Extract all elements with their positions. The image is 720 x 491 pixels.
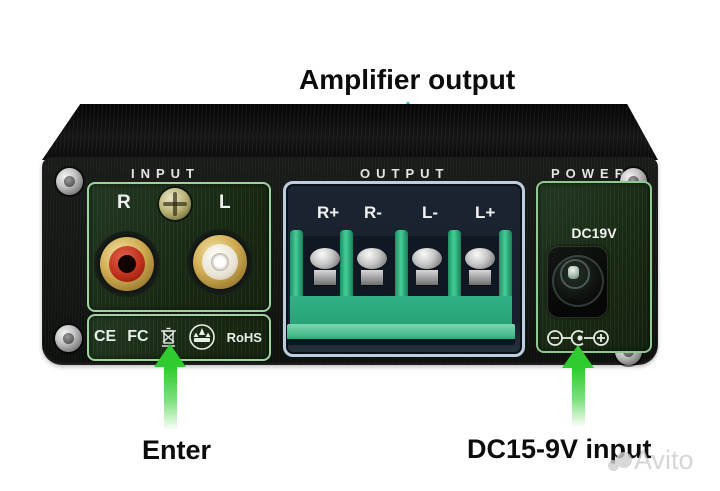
watermark-text: Avito [634,445,694,475]
polarity-symbol-icon [547,330,609,346]
enter-arrow-icon [154,344,186,429]
terminal-screw-icon [465,248,495,269]
terminal-label-r-minus: R- [364,203,382,222]
output-section-label: OUTPUT [360,166,450,181]
chassis-screw-bottom-left [55,325,82,352]
dc-input-arrow-icon [562,345,594,426]
cert-circle-icon [188,324,215,350]
input-panel: R L [87,182,271,312]
input-section-label: INPUT [131,166,200,181]
ce-mark: CE [94,328,117,345]
rca-jack-right-red [94,231,160,297]
dc-power-jack [547,246,608,318]
rohs-mark: RoHS [226,329,262,345]
terminal-screw-icon [357,248,387,269]
left-channel-label: L [219,192,231,213]
rca-jack-left-white [187,229,253,295]
terminal-screw-icon [310,248,340,269]
terminal-screw-icon [412,248,442,269]
amplifier-output-label: Amplifier output [299,64,516,95]
avito-watermark: Avito [608,447,694,474]
enter-label: Enter [142,435,212,465]
terminal-label-l-plus: L+ [475,203,496,222]
avito-logo-icon [608,460,619,471]
speaker-terminal-block [287,228,515,345]
terminal-label-r-plus: R+ [317,203,340,222]
right-channel-label: R [117,192,131,213]
panel-screw-icon [159,188,191,220]
fcc-mark: FC [127,328,149,345]
avito-logo-icon [616,452,632,468]
amplifier-top-face [42,104,658,160]
chassis-screw-top-left [56,168,83,195]
dc-voltage-label: DC19V [571,225,617,241]
terminal-label-l-minus: L- [422,203,439,222]
power-section-label: POWER [551,166,631,181]
